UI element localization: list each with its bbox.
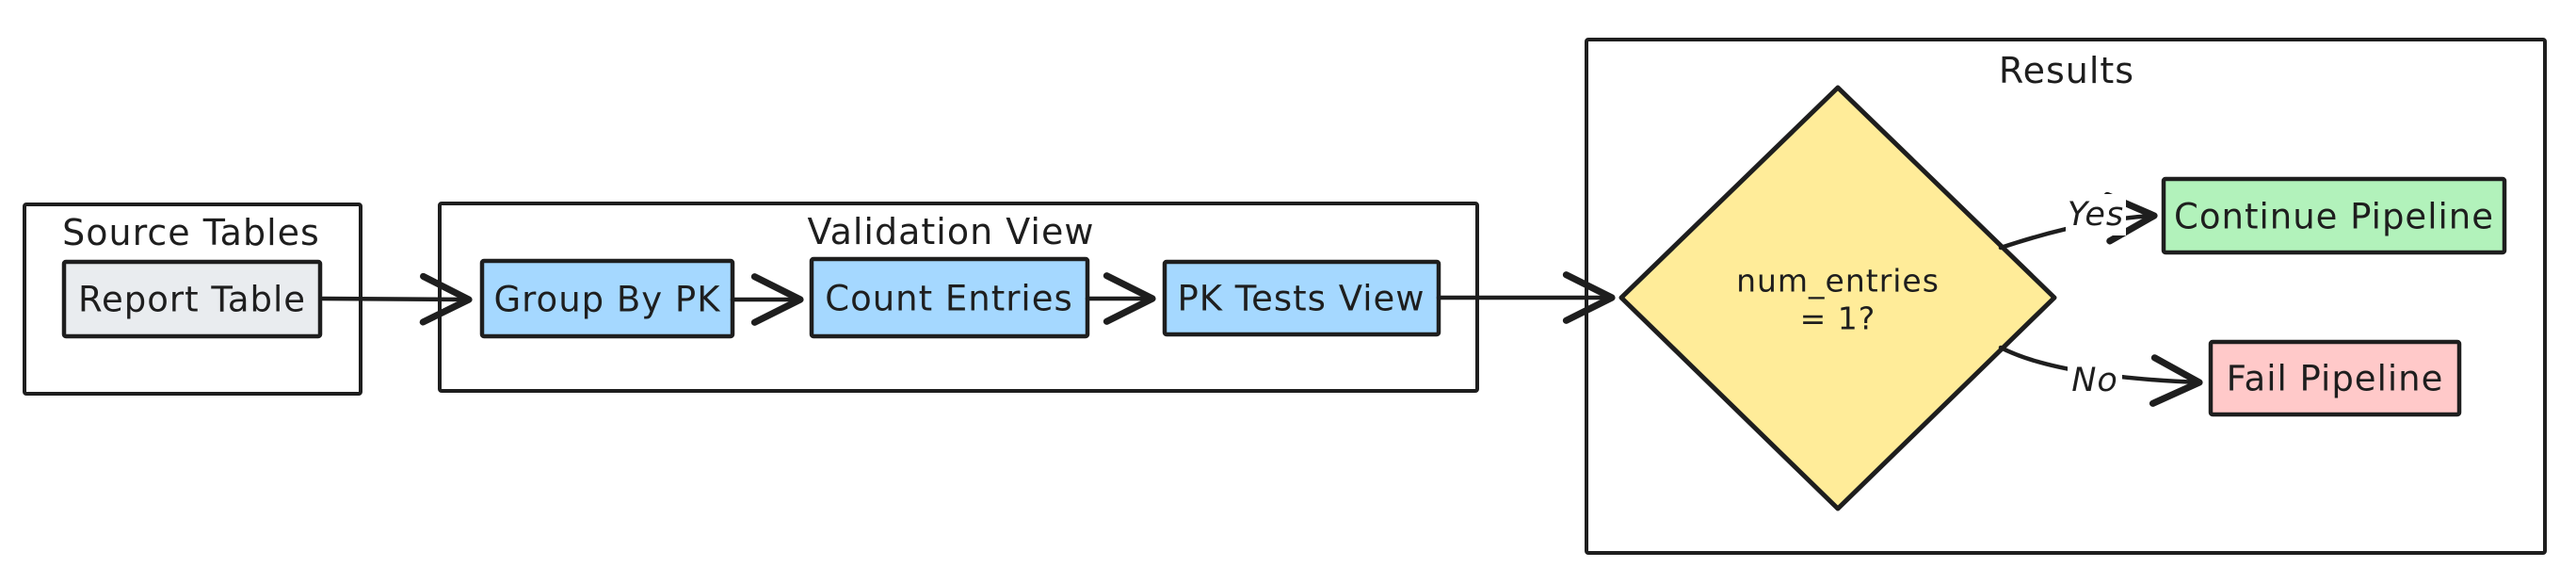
continue-pipeline-label: Continue Pipeline — [2174, 197, 2494, 237]
decision-label-line2: = 1? — [1800, 300, 1876, 337]
pk-tests-view-label: PK Tests View — [1177, 279, 1425, 319]
results-group-label: Results — [1999, 50, 2134, 91]
no-label: No — [2071, 362, 2118, 399]
validation-view-group-label: Validation View — [808, 211, 1095, 252]
decision-diamond-node[interactable] — [1618, 85, 2057, 511]
group-by-pk-label: Group By PK — [493, 280, 721, 320]
report-table-label: Report Table — [78, 280, 306, 320]
continue-pipeline-node[interactable] — [2161, 176, 2507, 255]
yes-label-background — [2066, 194, 2126, 235]
fail-pipeline-label: Fail Pipeline — [2227, 359, 2444, 399]
source-tables-group-label: Source Tables — [62, 212, 320, 253]
no-label-background — [2068, 360, 2122, 401]
decision-label-line1: num_entries — [1736, 263, 1940, 300]
yes-label: Yes — [2068, 196, 2124, 234]
report-table-node[interactable] — [61, 259, 323, 339]
count-entries-label: Count Entries — [825, 279, 1073, 319]
arrow-report-to-group-by-pk[interactable] — [320, 272, 473, 326]
fail-pipeline-node[interactable] — [2208, 339, 2462, 417]
